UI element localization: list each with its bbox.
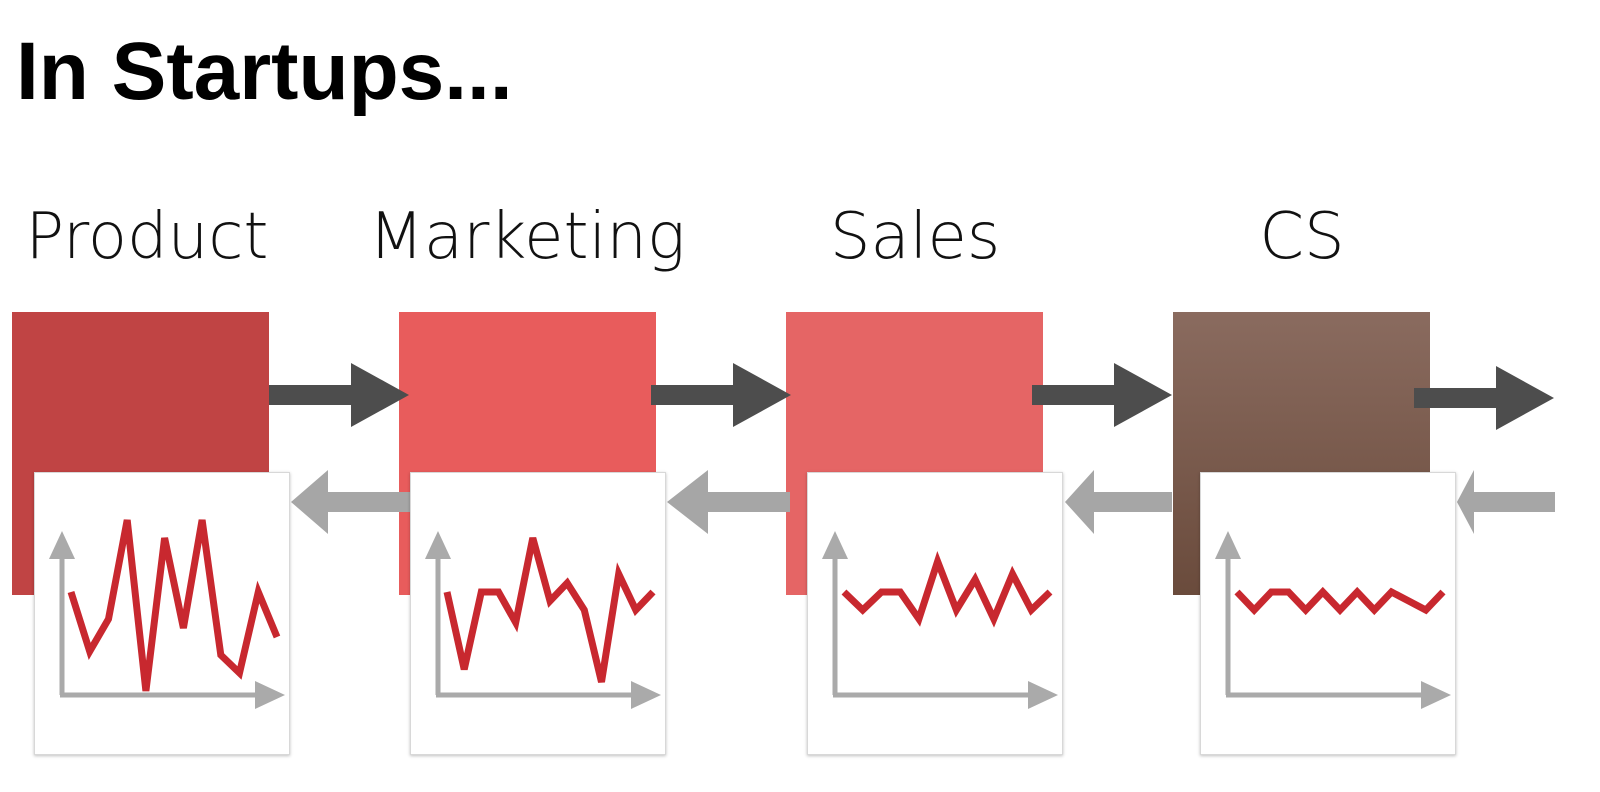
- stage-label-marketing: Marketing: [368, 200, 686, 274]
- trend-line: [67, 519, 281, 692]
- trend-chart-svg: [822, 531, 1058, 709]
- stage-label-sales: Sales: [829, 200, 1001, 274]
- backward-arrow-icon: [1065, 470, 1172, 534]
- trend-chart-sales: [807, 472, 1063, 755]
- stage-label-cs: CS: [1259, 200, 1345, 274]
- forward-arrow-icon: [1414, 366, 1554, 430]
- trend-line: [443, 537, 656, 683]
- y-axis-arrow-icon: [425, 531, 451, 559]
- y-axis-arrow-icon: [822, 531, 848, 559]
- stage-label-product: Product: [25, 200, 269, 274]
- x-axis-arrow-icon: [1028, 681, 1058, 709]
- trend-line: [1234, 586, 1446, 616]
- y-axis-arrow-icon: [1215, 531, 1241, 559]
- forward-arrow-icon: [651, 363, 791, 427]
- trend-chart-svg: [1215, 531, 1451, 709]
- backward-arrow-icon: [1457, 470, 1555, 534]
- forward-arrow-icon: [1032, 363, 1172, 427]
- slide-title: In Startups...: [16, 26, 513, 117]
- x-axis-arrow-icon: [1421, 681, 1451, 709]
- forward-arrow-icon: [269, 363, 409, 427]
- x-axis-arrow-icon: [631, 681, 661, 709]
- trend-chart-product: [34, 472, 290, 755]
- backward-arrow-icon: [291, 470, 410, 534]
- trend-chart-cs: [1200, 472, 1456, 755]
- trend-line: [841, 550, 1053, 628]
- x-axis-arrow-icon: [255, 681, 285, 709]
- trend-chart-svg: [49, 519, 285, 709]
- backward-arrow-icon: [667, 470, 790, 534]
- trend-chart-marketing: [410, 472, 666, 755]
- trend-chart-svg: [425, 531, 661, 709]
- y-axis-arrow-icon: [49, 531, 75, 559]
